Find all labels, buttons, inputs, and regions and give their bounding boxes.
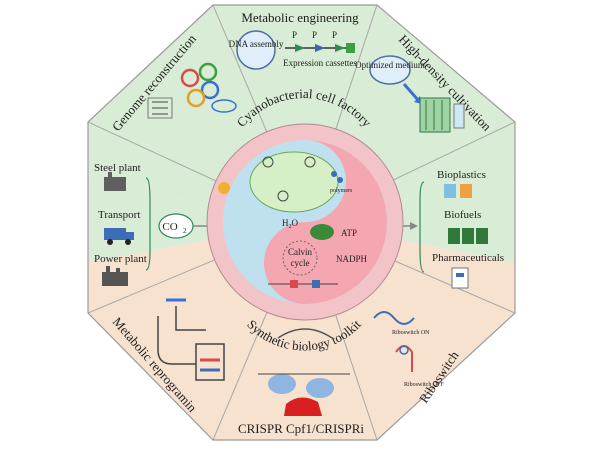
crispr-graphic — [258, 328, 350, 416]
sector-title-top: Metabolic engineering — [241, 10, 359, 25]
sector-bottom — [150, 222, 460, 440]
sector-title-bottom: CRISPR Cpf1/CRISPRi — [238, 421, 364, 436]
dna-assembly-graphic: DNA assembly — [229, 30, 284, 70]
product-bioplastics: Bioplastics — [437, 169, 486, 181]
expression-cassettes-label: Expression cassettes — [283, 58, 357, 68]
polymers-label: polymers — [330, 188, 353, 194]
yinyang-pink-half — [264, 140, 387, 304]
optimized-medium-label: Optimized medium — [355, 60, 425, 70]
plasmid-graphics — [147, 62, 237, 119]
product-pharmaceuticals: Pharmaceuticals — [432, 252, 504, 264]
dna-assembly-label: DNA assembly — [229, 39, 284, 49]
calvin-label: Calvin — [288, 247, 312, 257]
source-power-plant: Power plant — [94, 253, 147, 265]
source-transport: Transport — [98, 209, 140, 221]
riboswitch-off-label: Riboswitch OFF — [404, 382, 445, 388]
octagon-border — [87, 4, 516, 441]
riboswitch-graphic: Riboswitch ON Riboswitch OFF — [373, 311, 445, 388]
reprograming-graphic — [157, 298, 225, 381]
optimized-medium-graphic: Optimized medium — [355, 55, 425, 104]
co2-subscript: 2 — [183, 227, 187, 235]
riboswitch-on-label: Riboswitch ON — [392, 330, 430, 336]
co2-sources: Steel plant Transport Power plant — [94, 162, 151, 286]
calvin-cycle: H2O ATP NADPH Calvin cycle — [218, 182, 368, 288]
promoter-label-3: P — [332, 30, 337, 40]
photobioreactor-graphic — [419, 97, 465, 133]
product-biofuels: Biofuels — [444, 209, 481, 221]
promoter-label-1: P — [292, 30, 297, 40]
sector-top — [150, 5, 460, 222]
promoter-label-2: P — [312, 30, 317, 40]
svg-text:H2O: H2O — [282, 218, 299, 230]
nadph-label: NADPH — [336, 254, 368, 264]
cycle-label: cycle — [291, 258, 310, 268]
expression-cassette-graphic: P P P Expression cassettes — [283, 30, 357, 68]
co2-label: CO — [162, 221, 177, 233]
products: Bioplastics Biofuels Pharmaceuticals — [386, 169, 504, 289]
atp-label: ATP — [341, 228, 357, 238]
source-steel-plant: Steel plant — [94, 162, 141, 174]
co2-node: CO 2 — [158, 213, 226, 239]
sector-right — [305, 170, 515, 275]
